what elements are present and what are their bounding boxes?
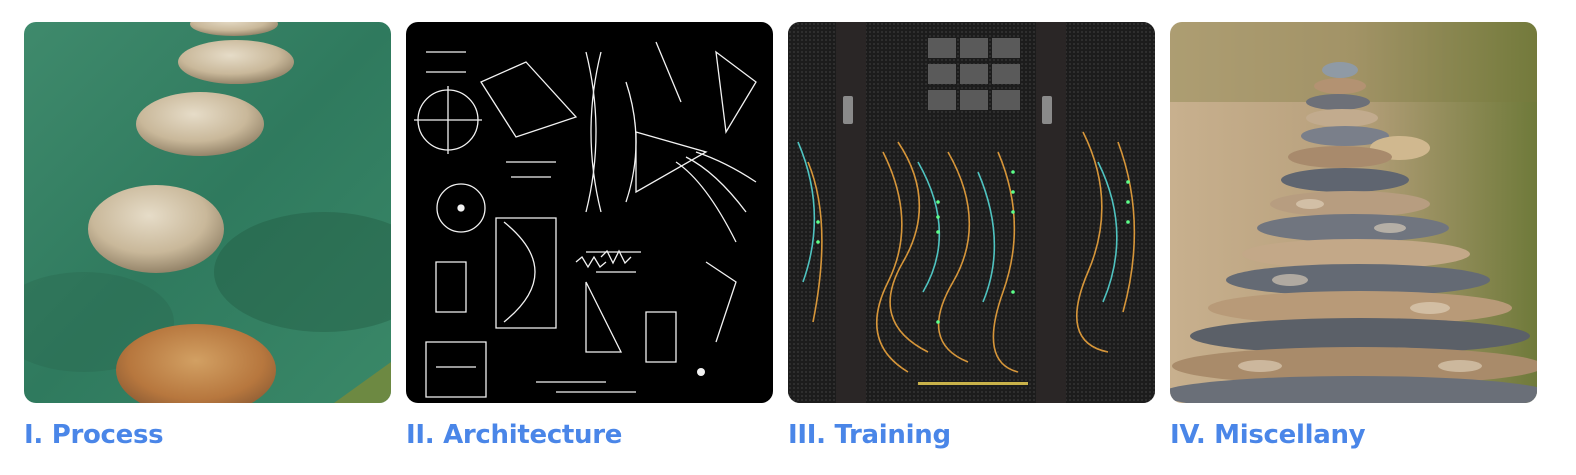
process-image[interactable] xyxy=(24,22,391,403)
card-process[interactable]: I. Process xyxy=(24,22,391,451)
card-training[interactable]: III. Training xyxy=(788,22,1155,451)
card-architecture[interactable]: II. Architecture xyxy=(406,22,773,451)
card-title[interactable]: I. Process xyxy=(24,420,164,450)
training-image[interactable] xyxy=(788,22,1155,403)
topic-card-grid: I. Process xyxy=(24,22,1537,451)
miscellany-image[interactable] xyxy=(1170,22,1537,403)
architecture-image[interactable] xyxy=(406,22,773,403)
card-title[interactable]: II. Architecture xyxy=(406,420,623,450)
card-title[interactable]: III. Training xyxy=(788,420,951,450)
card-title[interactable]: IV. Miscellany xyxy=(1170,420,1366,450)
card-miscellany[interactable]: IV. Miscellany xyxy=(1170,22,1537,451)
